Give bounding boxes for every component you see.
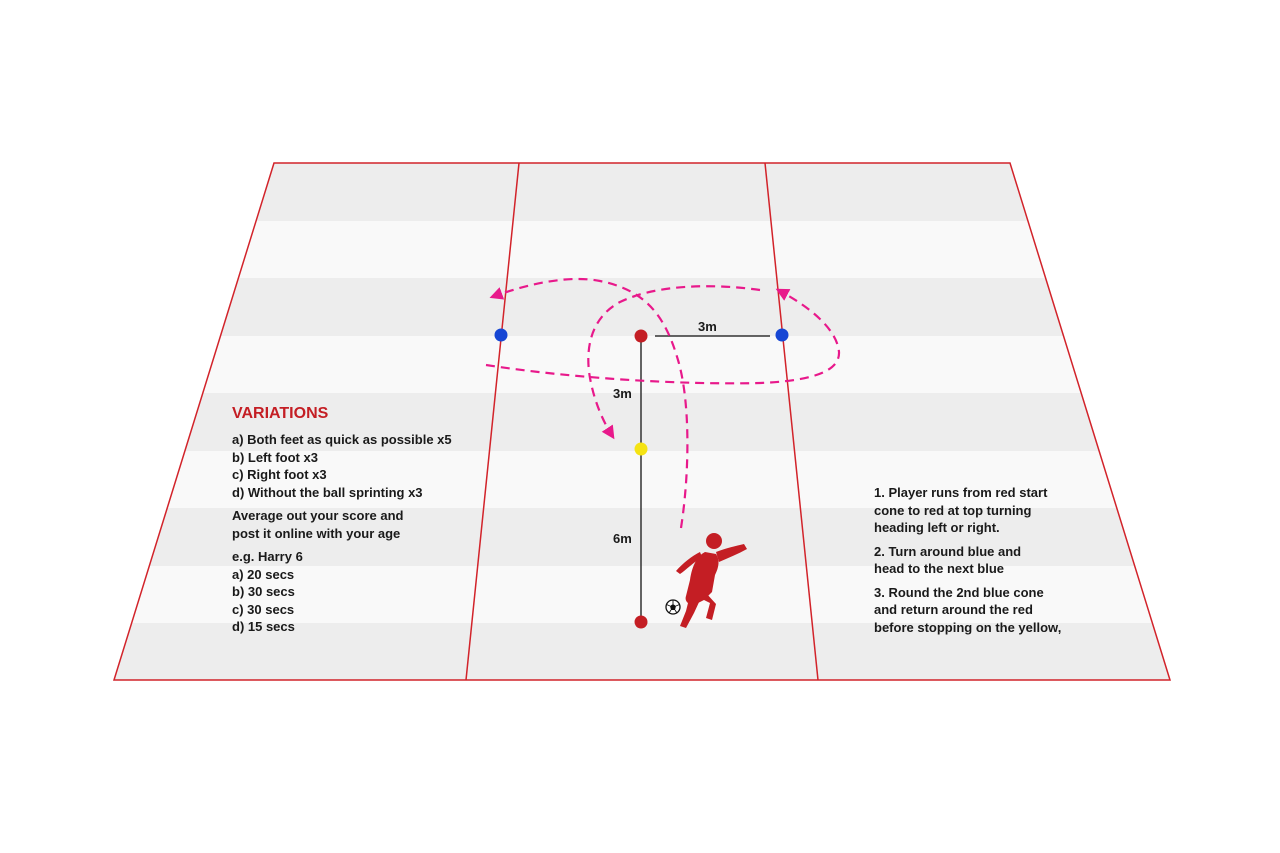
variation-item: a) Both feet as quick as possible x5	[232, 432, 452, 447]
pitch-divider-right	[764, 162, 819, 681]
soccer-player-icon	[676, 533, 747, 628]
instructions: 1. Player runs from red start cone to re…	[874, 484, 1061, 636]
example-line: b) 30 secs	[232, 584, 295, 599]
instruction-line: heading left or right.	[874, 520, 1000, 535]
pitch-stripes	[114, 163, 1170, 680]
instruction-step-3: 3. Round the 2nd blue cone and return ar…	[874, 584, 1061, 637]
instruction-line: 2. Turn around blue and	[874, 543, 1022, 559]
pitch-divider-left	[465, 162, 520, 681]
instruction-line: head to the next blue	[874, 561, 1005, 576]
yellow-cone	[634, 442, 648, 456]
instruction-line: 3. Round the 2nd blue cone	[874, 584, 1044, 600]
red-cone-start	[634, 615, 648, 629]
distance-label-upper: 3m	[613, 386, 632, 401]
instruction-step-2: 2. Turn around blue and head to the next…	[874, 543, 1061, 578]
example-line: d) 15 secs	[232, 619, 295, 634]
variation-example: e.g. Harry 6 a) 20 secs b) 30 secs c) 30…	[232, 548, 452, 636]
example-line: e.g. Harry 6	[232, 549, 303, 564]
running-path	[485, 277, 841, 529]
instruction-line: cone to red at top turning	[874, 502, 1032, 518]
variation-note: Average out your score and post it onlin…	[232, 507, 452, 542]
instruction-line: 1. Player runs from red start	[874, 485, 1048, 500]
blue-cone-left	[494, 328, 508, 342]
pitch-outline	[112, 162, 1172, 681]
variation-item: c) Right foot x3	[232, 467, 327, 482]
example-line: c) 30 secs	[232, 601, 295, 617]
instruction-line: and return around the red	[874, 602, 1033, 617]
variations-heading: VARIATIONS	[232, 405, 329, 422]
distance-label-lower: 6m	[613, 531, 632, 546]
distance-label-top: 3m	[698, 319, 717, 334]
football-icon	[665, 599, 681, 615]
variation-note-line: post it online with your age	[232, 525, 401, 541]
variation-item: d) Without the ball sprinting x3	[232, 484, 423, 500]
blue-cone-right	[775, 328, 789, 342]
variation-item: b) Left foot x3	[232, 449, 318, 465]
instruction-step-1: 1. Player runs from red start cone to re…	[874, 484, 1061, 537]
variation-note-line: Average out your score and	[232, 508, 404, 523]
variations-list: a) Both feet as quick as possible x5 b) …	[232, 431, 452, 636]
example-line: a) 20 secs	[232, 566, 295, 582]
instruction-line: before stopping on the yellow,	[874, 619, 1062, 635]
red-cone-top	[634, 329, 648, 343]
